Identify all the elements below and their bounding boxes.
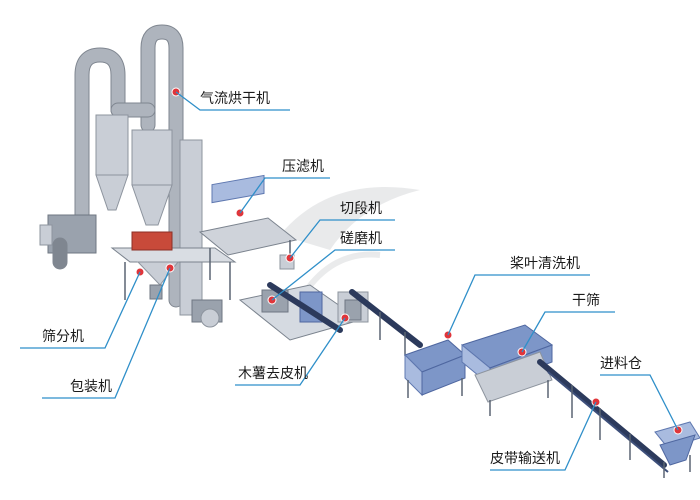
callout-filter-press: 压滤机 — [235, 159, 330, 218]
callout-peeler: 木薯去皮机 — [235, 313, 350, 386]
belt-conveyor-label: 皮带输送机 — [490, 451, 560, 467]
peeler-label: 木薯去皮机 — [238, 366, 308, 382]
filter-press-machine — [198, 174, 298, 280]
callout-screening-machine: 筛分机 — [20, 267, 145, 349]
screening-machine-label: 筛分机 — [42, 329, 84, 345]
paddle-washer-machine — [404, 339, 466, 398]
callout-packing-machine: 包装机 — [42, 263, 175, 399]
dry-sieve-label: 干筛 — [572, 293, 600, 309]
feed-hopper-machine — [654, 421, 700, 478]
filter-press-label: 压滤机 — [282, 159, 324, 175]
incline-conveyor-1 — [349, 289, 423, 356]
callout-paddle-washer: 桨叶清洗机 — [443, 255, 590, 340]
callout-feed-hopper: 进料仓 — [600, 356, 683, 435]
grinder-label: 磋磨机 — [340, 231, 382, 247]
callout-flash-dryer: 气流烘干机 — [171, 87, 290, 111]
packing-machine-label: 包装机 — [70, 379, 112, 395]
callout-belt-conveyor: 皮带输送机 — [490, 397, 601, 471]
feed-hopper-label: 进料仓 — [600, 356, 642, 372]
callout-grinder: 磋磨机 — [267, 231, 395, 305]
cutter-grinder-peeler-cluster — [238, 254, 369, 341]
cutter-label: 切段机 — [340, 201, 382, 217]
dry-sieve-machine — [460, 324, 554, 416]
belt-conveyor-machine — [537, 359, 669, 473]
paddle-washer-label: 桨叶清洗机 — [510, 255, 580, 272]
callout-cutter: 切段机 — [285, 201, 395, 263]
flash-dryer-machine — [39, 24, 223, 328]
flash-dryer-label: 气流烘干机 — [200, 91, 270, 107]
callout-dry-sieve: 干筛 — [517, 293, 615, 357]
